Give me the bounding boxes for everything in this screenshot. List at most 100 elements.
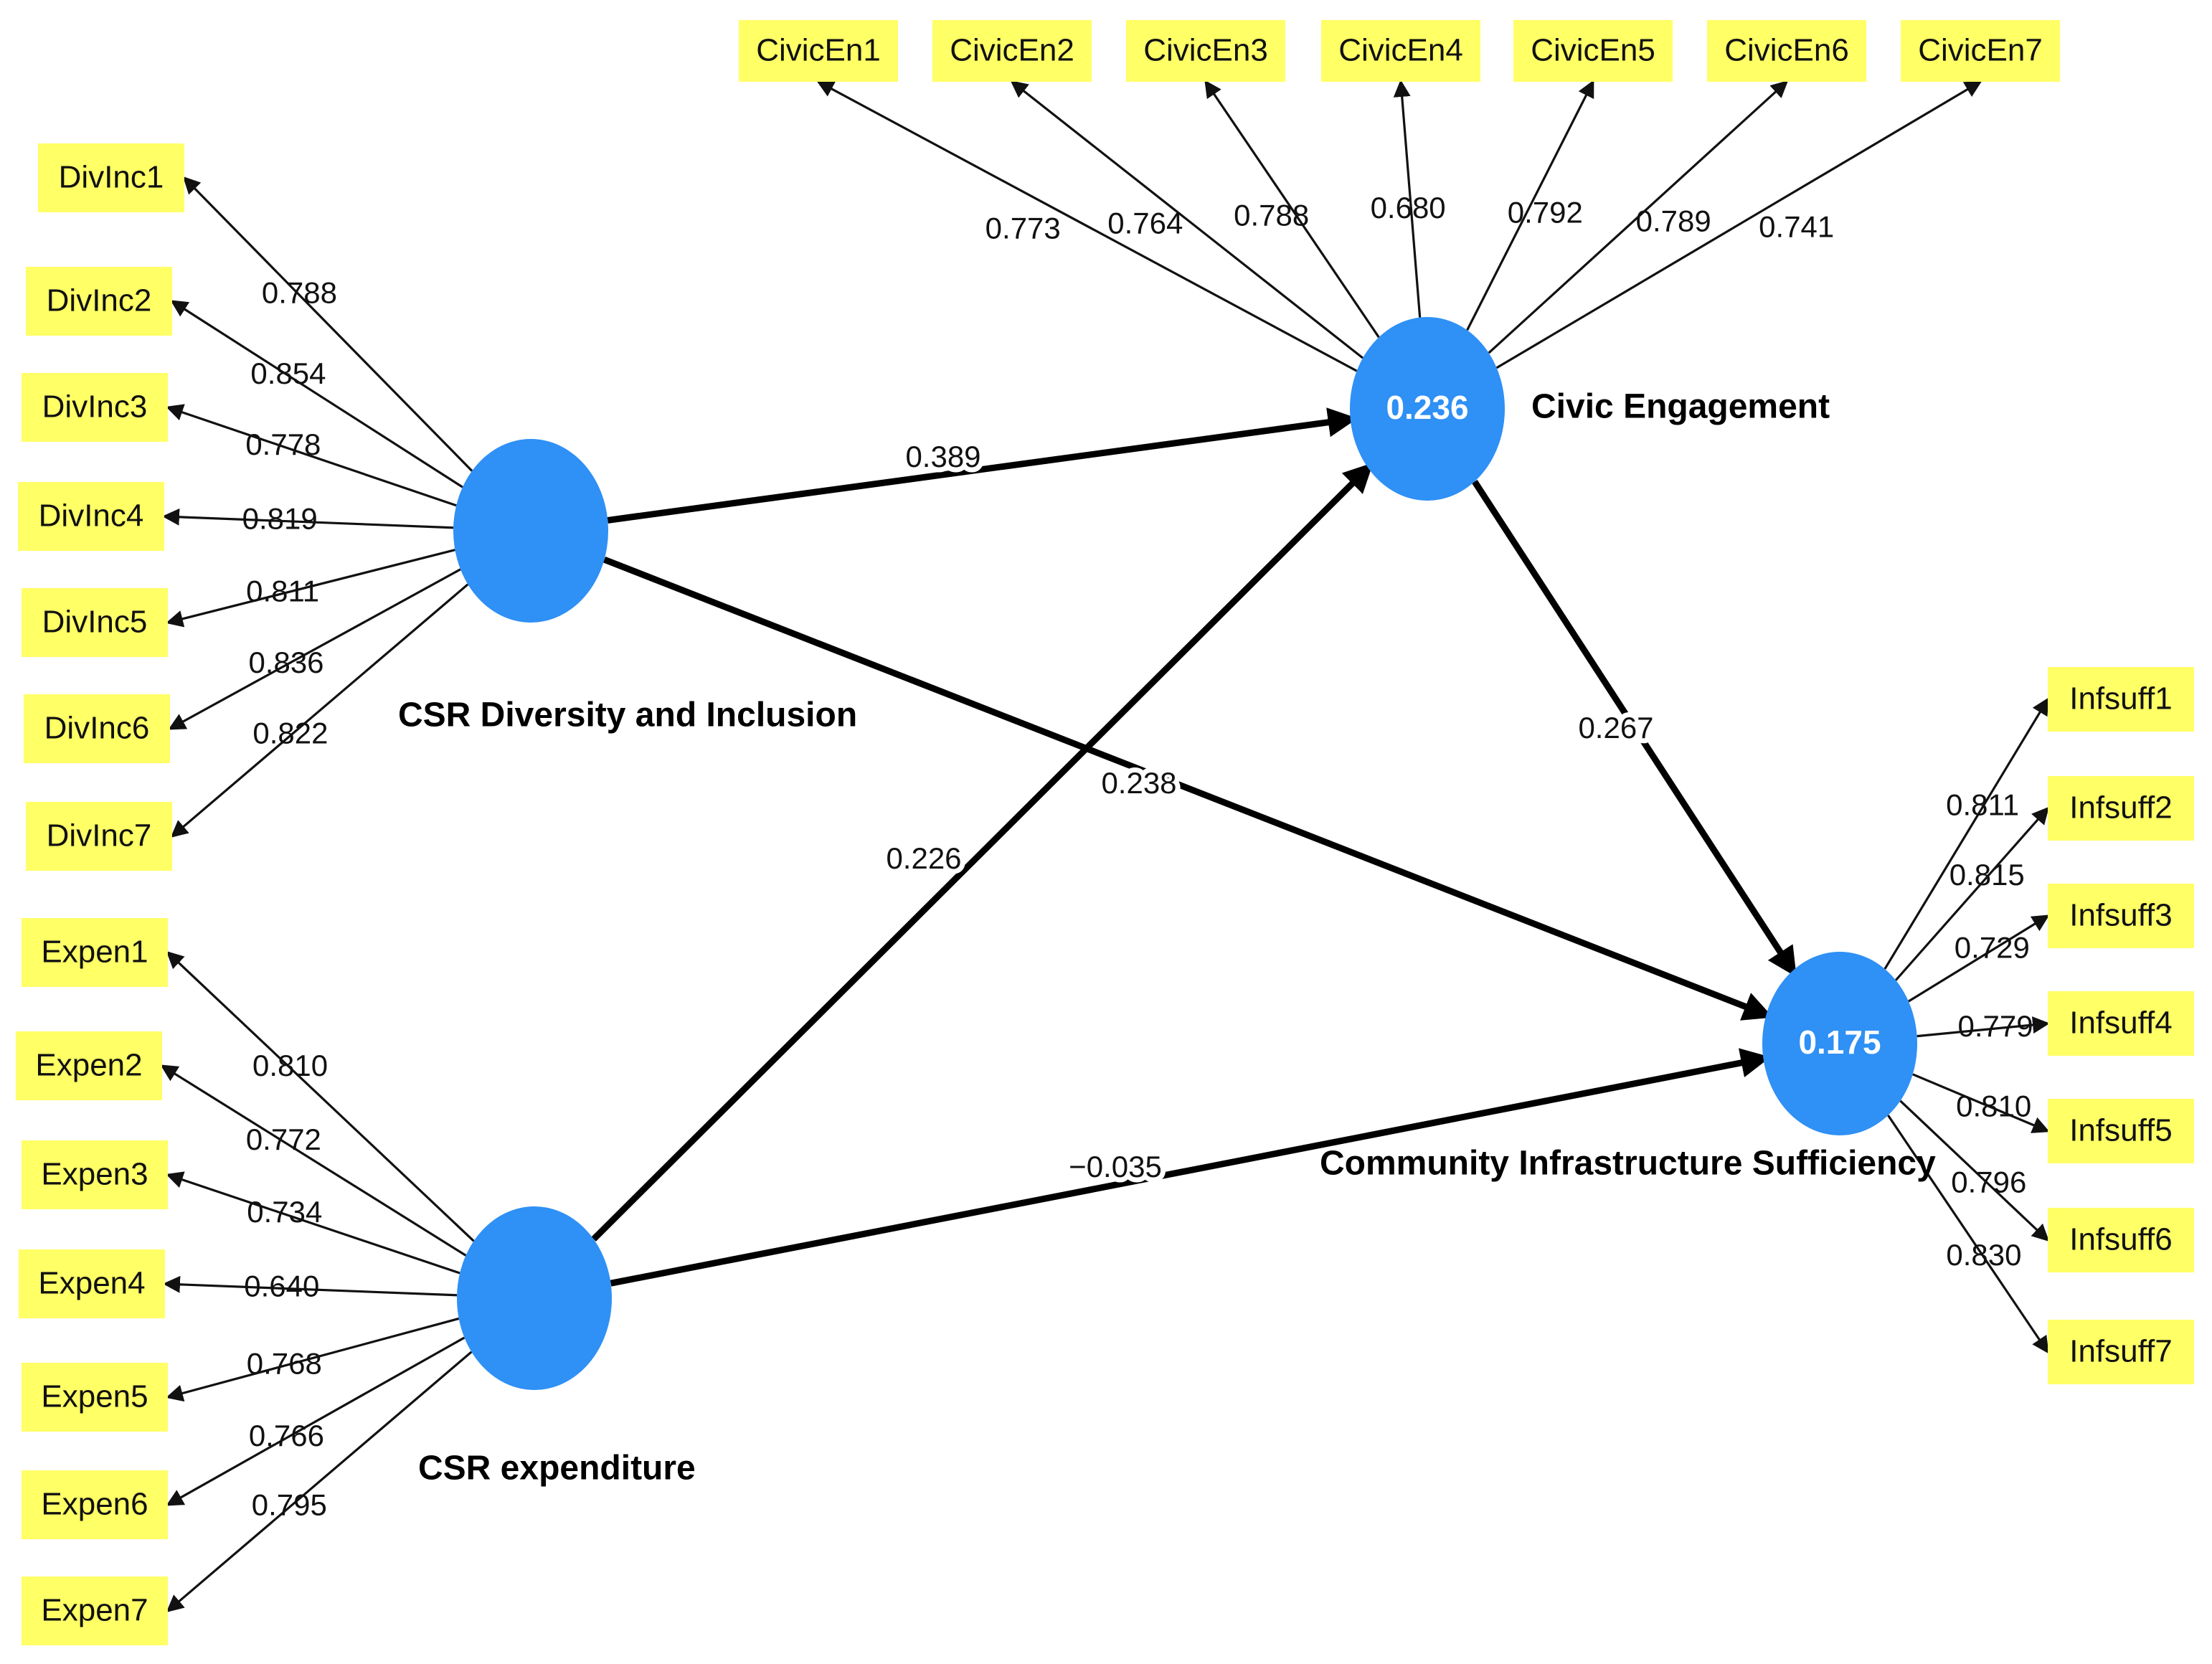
nodes-layer: DivInc1DivInc2DivInc3DivInc4DivInc5DivIn… — [16, 20, 2194, 1645]
latent-ellipse[interactable] — [1762, 952, 1917, 1135]
indicator-label: CivicEn3 — [1143, 33, 1268, 68]
indicator-Expen4[interactable]: Expen4 — [19, 1249, 165, 1318]
indicator-Expen6[interactable]: Expen6 — [22, 1470, 168, 1539]
indicator-box[interactable] — [2048, 1320, 2194, 1384]
indicator-box[interactable] — [932, 20, 1092, 82]
indicator-Infsuff4[interactable]: Infsuff4 — [2048, 991, 2194, 1056]
indicator-box[interactable] — [22, 1470, 168, 1539]
indicator-DivInc2[interactable]: DivInc2 — [26, 267, 172, 336]
indicator-label: Expen1 — [41, 935, 148, 970]
indicator-DivInc4[interactable]: DivInc4 — [18, 482, 164, 551]
path-coefficient-csr_div-to-civic: 0.389 — [905, 440, 980, 473]
path-coefficient-halo: 0.226 — [886, 841, 961, 875]
indicator-box[interactable] — [16, 1031, 162, 1100]
structural-path-csr_div-to-infra — [602, 556, 1774, 1021]
latent-ellipse[interactable] — [453, 439, 608, 623]
indicator-Infsuff7[interactable]: Infsuff7 — [2048, 1320, 2194, 1384]
indicator-label: DivInc3 — [42, 389, 148, 425]
indicator-Infsuff1[interactable]: Infsuff1 — [2048, 667, 2194, 732]
indicator-Infsuff5[interactable]: Infsuff5 — [2048, 1099, 2194, 1163]
latent-ellipse[interactable] — [457, 1206, 612, 1390]
indicator-box[interactable] — [26, 802, 172, 871]
indicator-DivInc6[interactable]: DivInc6 — [24, 694, 170, 763]
indicator-box[interactable] — [2048, 991, 2194, 1056]
indicator-Expen3[interactable]: Expen3 — [22, 1140, 168, 1209]
latent-variable-csr_exp[interactable] — [457, 1206, 612, 1390]
indicator-box[interactable] — [26, 267, 172, 336]
indicator-box[interactable] — [19, 1249, 165, 1318]
indicator-box[interactable] — [2048, 1099, 2194, 1163]
latent-variable-csr_div[interactable] — [453, 439, 608, 623]
measurement-arrow-CivicEn5 — [1466, 80, 1594, 331]
indicator-CivicEn7[interactable]: CivicEn7 — [1901, 20, 2060, 82]
indicator-label: Expen3 — [41, 1157, 148, 1192]
indicator-box[interactable] — [22, 1576, 168, 1645]
indicator-box[interactable] — [22, 588, 168, 657]
path-coefficient-csr_exp-to-infra: −0.035 — [1069, 1150, 1162, 1183]
measurement-arrow-CivicEn1 — [816, 80, 1358, 372]
measurement-arrow-Infsuff7 — [1887, 1115, 2049, 1354]
indicator-box[interactable] — [2048, 776, 2194, 841]
indicator-label: Expen5 — [41, 1379, 148, 1414]
measurement-arrow-DivInc1 — [182, 176, 473, 472]
indicator-box[interactable] — [1126, 20, 1285, 82]
measurement-arrow-Expen6 — [166, 1336, 465, 1506]
loading-label-CivicEn6: 0.789 — [1636, 204, 1711, 238]
indicator-Infsuff6[interactable]: Infsuff6 — [2048, 1208, 2194, 1272]
loading-label-Infsuff2: 0.815 — [1949, 858, 2025, 892]
indicator-box[interactable] — [1321, 20, 1480, 82]
latent-name-label: Community Infrastructure Sufficiency — [1320, 1145, 1936, 1183]
latent-ellipse[interactable] — [1350, 317, 1505, 501]
indicator-Expen1[interactable]: Expen1 — [22, 918, 168, 987]
indicator-box[interactable] — [24, 694, 170, 763]
measurement-arrow-Expen5 — [166, 1317, 460, 1402]
indicator-CivicEn6[interactable]: CivicEn6 — [1707, 20, 1866, 82]
measurement-arrow-DivInc5 — [166, 549, 455, 628]
edges-layer — [160, 80, 2050, 1612]
indicator-box[interactable] — [22, 1363, 168, 1432]
indicator-box[interactable] — [1901, 20, 2060, 82]
indicator-Expen2[interactable]: Expen2 — [16, 1031, 162, 1100]
indicator-Infsuff3[interactable]: Infsuff3 — [2048, 884, 2194, 948]
indicator-DivInc7[interactable]: DivInc7 — [26, 802, 172, 871]
loading-label-DivInc5: 0.811 — [246, 575, 319, 608]
loading-label-Expen1: 0.810 — [252, 1049, 328, 1082]
indicator-box[interactable] — [22, 918, 168, 987]
indicator-box[interactable] — [1513, 20, 1673, 82]
indicator-box[interactable] — [18, 482, 164, 551]
measurement-arrow-DivInc2 — [170, 300, 463, 488]
indicator-label: CivicEn7 — [1918, 33, 2043, 68]
indicator-box[interactable] — [1707, 20, 1866, 82]
latent-variable-infra[interactable]: 0.175 — [1762, 952, 1917, 1135]
indicator-CivicEn4[interactable]: CivicEn4 — [1321, 20, 1480, 82]
loading-label-Infsuff3: 0.729 — [1955, 931, 2030, 965]
measurement-arrow-DivInc7 — [170, 583, 469, 838]
path-coefficient-csr_exp-to-civic: 0.226 — [886, 841, 961, 875]
indicator-box[interactable] — [22, 1140, 168, 1209]
path-coefficient-halo: 0.238 — [1101, 766, 1176, 800]
indicator-Expen7[interactable]: Expen7 — [22, 1576, 168, 1645]
indicator-CivicEn5[interactable]: CivicEn5 — [1513, 20, 1673, 82]
indicator-label: CivicEn6 — [1724, 33, 1849, 68]
latent-variable-civic[interactable]: 0.236 — [1350, 317, 1505, 501]
indicator-DivInc3[interactable]: DivInc3 — [22, 373, 168, 442]
indicator-box[interactable] — [2048, 884, 2194, 948]
indicator-box[interactable] — [739, 20, 898, 82]
indicator-box[interactable] — [38, 143, 184, 212]
indicator-Expen5[interactable]: Expen5 — [22, 1363, 168, 1432]
indicator-CivicEn1[interactable]: CivicEn1 — [739, 20, 898, 82]
indicator-Infsuff2[interactable]: Infsuff2 — [2048, 776, 2194, 841]
measurement-arrow-Expen3 — [166, 1171, 460, 1275]
loading-label-CivicEn5: 0.792 — [1508, 196, 1583, 230]
indicator-DivInc5[interactable]: DivInc5 — [22, 588, 168, 657]
indicator-box[interactable] — [22, 373, 168, 442]
indicator-box[interactable] — [2048, 667, 2194, 732]
loading-label-Expen4: 0.640 — [244, 1269, 319, 1303]
indicator-CivicEn3[interactable]: CivicEn3 — [1126, 20, 1285, 82]
loading-label-Infsuff6: 0.796 — [1951, 1165, 2026, 1199]
indicator-box[interactable] — [2048, 1208, 2194, 1272]
indicator-DivInc1[interactable]: DivInc1 — [38, 143, 184, 212]
indicator-CivicEn2[interactable]: CivicEn2 — [932, 20, 1092, 82]
indicator-label: DivInc5 — [42, 605, 148, 640]
